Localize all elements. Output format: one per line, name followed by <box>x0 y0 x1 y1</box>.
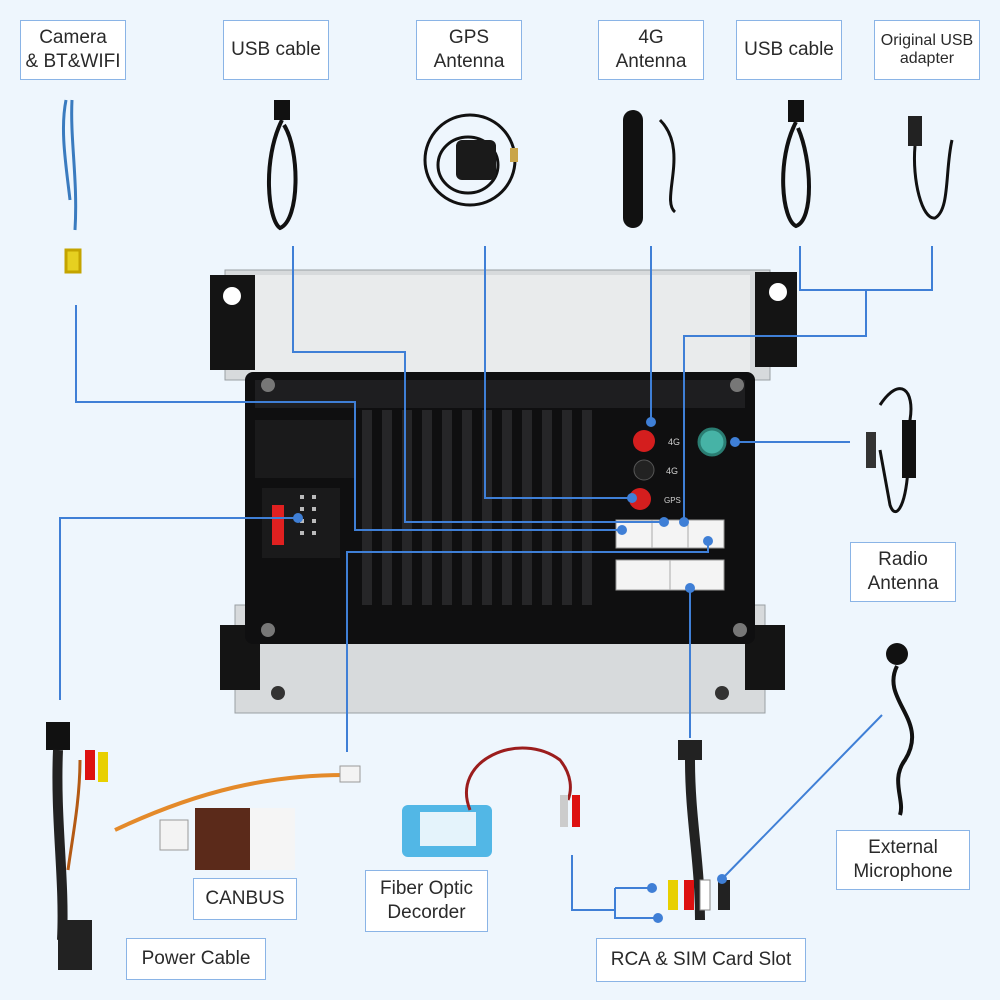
4g-antenna <box>623 110 677 228</box>
external-microphone <box>886 643 914 816</box>
usb-cable-1 <box>266 100 298 231</box>
connector-dots <box>293 417 740 923</box>
label-power-cable: Power Cable <box>126 938 266 980</box>
label-original-usb-adapter: Original USB adapter <box>874 20 980 80</box>
label-canbus: CANBUS <box>193 878 297 920</box>
power-cable-harness <box>46 722 361 970</box>
label-4g-antenna: 4G Antenna <box>598 20 704 80</box>
label-usb-cable-1: USB cable <box>223 20 329 80</box>
label-camera-bt-wifi: Camera & BT&WIFI <box>20 20 126 80</box>
usb-adapter <box>908 116 954 220</box>
port-label-4g-mid: 4G <box>666 466 678 476</box>
label-external-microphone: External Microphone <box>836 830 970 890</box>
port-label-gps: GPS <box>664 496 681 505</box>
label-gps-antenna: GPS Antenna <box>416 20 522 80</box>
radio-antenna-cable <box>866 387 916 513</box>
connector-lines <box>59 246 933 919</box>
head-unit <box>210 269 797 714</box>
rca-sim-harness <box>668 740 730 921</box>
label-rca-sim-card-slot: RCA & SIM Card Slot <box>596 938 806 982</box>
label-radio-antenna: Radio Antenna <box>850 542 956 602</box>
label-fiber-optic-decoder: Fiber Optic Decorder <box>365 870 488 932</box>
gps-antenna <box>423 113 518 207</box>
port-label-4g-top: 4G <box>668 437 680 447</box>
fiber-optic-decoder <box>402 746 580 857</box>
usb-cable-2 <box>781 100 811 229</box>
camera-bt-wifi-cable <box>61 99 82 274</box>
label-usb-cable-2: USB cable <box>736 20 842 80</box>
canbus-box <box>195 808 295 870</box>
